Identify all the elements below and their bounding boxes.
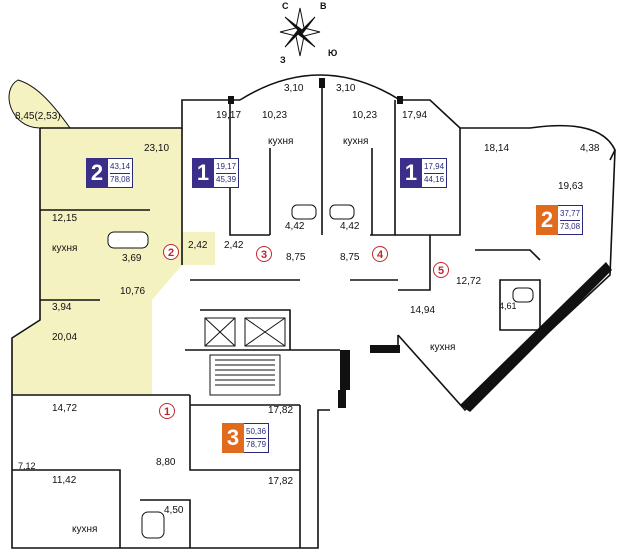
apartment-rooms: 2 [536, 205, 558, 235]
room-area: 7,12 [18, 461, 36, 471]
room-area: 23,10 [144, 143, 170, 154]
room-area: 14,72 [52, 403, 78, 414]
entry-marker: 1 [159, 403, 175, 419]
apartment-rooms: 3 [222, 423, 244, 453]
kitchen-label: кухня [72, 524, 98, 535]
area-total: 78,79 [246, 439, 267, 449]
room-area: 3,10 [284, 83, 304, 94]
kitchen-label: кухня [430, 342, 456, 353]
area-living: 17,94 [424, 161, 445, 174]
room-area: 8,75 [286, 252, 306, 263]
compass-south-label: Ю [328, 48, 338, 58]
entry-marker: 4 [372, 246, 388, 262]
room-area: 8,80 [156, 457, 176, 468]
room-area: 12,15 [52, 213, 78, 224]
kitchen-label: кухня [52, 243, 78, 254]
apartment-rooms: 1 [192, 158, 214, 188]
area-total: 45,39 [216, 174, 237, 184]
room-area: 4,38 [580, 143, 600, 154]
room-area: 20,04 [52, 332, 78, 343]
room-area: 8,75 [340, 252, 360, 263]
entry-marker: 3 [256, 246, 272, 262]
kitchen-label: кухня [268, 136, 294, 147]
room-area: 19,17 [216, 110, 242, 121]
entry-marker: 5 [433, 262, 449, 278]
room-area: 3,10 [336, 83, 356, 94]
area-living: 37,77 [560, 208, 581, 221]
room-area: 11,42 [52, 475, 77, 486]
room-area: 14,94 [410, 305, 436, 316]
room-area: 10,76 [120, 286, 146, 297]
room-area: 8,45(2,53) [15, 111, 61, 122]
compass-rose-icon [279, 7, 321, 57]
area-living: 43,14 [110, 161, 131, 174]
room-area: 17,82 [268, 476, 294, 487]
area-total: 78,08 [110, 174, 131, 184]
compass-west-label: З [280, 55, 286, 65]
room-area: 18,14 [484, 143, 510, 154]
room-area: 10,23 [352, 110, 378, 121]
room-area: 3,69 [122, 253, 142, 264]
room-area: 3,94 [52, 302, 72, 313]
apartment-rooms: 1 [400, 158, 422, 188]
room-area: 17,94 [402, 110, 428, 121]
kitchen-label: кухня [343, 136, 369, 147]
compass-east-label: В [320, 1, 327, 11]
compass-north-label: С [282, 1, 289, 11]
room-area: 12,72 [456, 276, 482, 287]
area-total: 73,08 [560, 221, 581, 231]
highlighted-apartment [12, 128, 215, 395]
area-total: 44,16 [424, 174, 445, 184]
room-area: 4,42 [340, 221, 360, 232]
room-area: 4,42 [285, 221, 305, 232]
area-living: 50,36 [246, 426, 267, 439]
room-area: 19,63 [558, 181, 584, 192]
room-area: 4,50 [164, 505, 184, 516]
room-area: 4,61 [499, 301, 517, 311]
apartment-rooms: 2 [86, 158, 108, 188]
room-area: 2,42 [224, 240, 244, 251]
entry-marker: 2 [163, 244, 179, 260]
area-living: 19,17 [216, 161, 237, 174]
room-area: 17,82 [268, 405, 294, 416]
room-area: 10,23 [262, 110, 288, 121]
balcony-arc [8, 79, 71, 129]
room-area: 2,42 [188, 240, 208, 251]
